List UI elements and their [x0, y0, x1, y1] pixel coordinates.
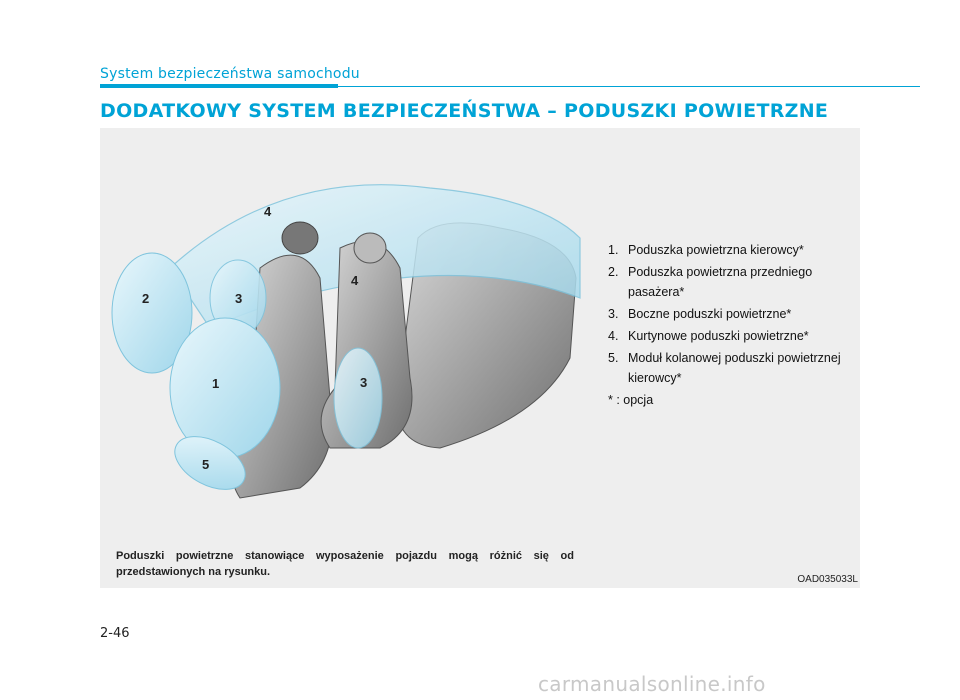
callout-3: 3 [235, 291, 243, 306]
legend-item: 2.Poduszka powietrzna przedniego pasażer… [608, 265, 813, 299]
airbag-legend: 1.Poduszka powietrzna kierowcy* 2.Podusz… [608, 240, 848, 410]
headrest [281, 221, 319, 255]
legend-item: 1.Poduszka powietrzna kierowcy* [608, 243, 804, 257]
legend-note: * : opcja [608, 393, 654, 407]
figure-caption: Poduszki powietrzne stanowiące wyposażen… [116, 550, 574, 578]
legend-item: 5.Moduł kolanowej poduszki powietrznej k… [608, 351, 841, 385]
legend-item: 4.Kurtynowe poduszki powietrzne* [608, 329, 809, 343]
section-title-bar [100, 84, 338, 88]
callout-4b: 4 [351, 273, 359, 288]
legend-item: 3.Boczne poduszki powietrzne* [608, 307, 792, 321]
section-title-rule [338, 86, 920, 87]
watermark: carmanualsonline.info [538, 672, 766, 696]
section-header: System bezpieczeństwa samochodu [100, 66, 920, 88]
passenger-airbag [111, 252, 193, 374]
figure-code: OAD035033L [797, 574, 858, 585]
driver-airbag [169, 317, 281, 459]
headrest [353, 232, 387, 264]
knee-airbag [174, 436, 246, 490]
callout-4: 4 [264, 204, 272, 219]
airbag-figure: 1 2 3 3 4 4 5 1.Poduszka powietrzna kier… [100, 128, 860, 588]
side-airbag [333, 347, 383, 449]
callout-5: 5 [202, 457, 210, 472]
callout-1: 1 [212, 376, 220, 391]
callout-3b: 3 [360, 375, 368, 390]
airbag-illustration [111, 184, 581, 499]
section-title: System bezpieczeństwa samochodu [100, 66, 360, 82]
callout-2: 2 [142, 291, 150, 306]
page-title: DODATKOWY SYSTEM BEZPIECZEŃSTWA – PODUSZ… [100, 100, 829, 122]
page-number: 2-46 [100, 626, 130, 641]
